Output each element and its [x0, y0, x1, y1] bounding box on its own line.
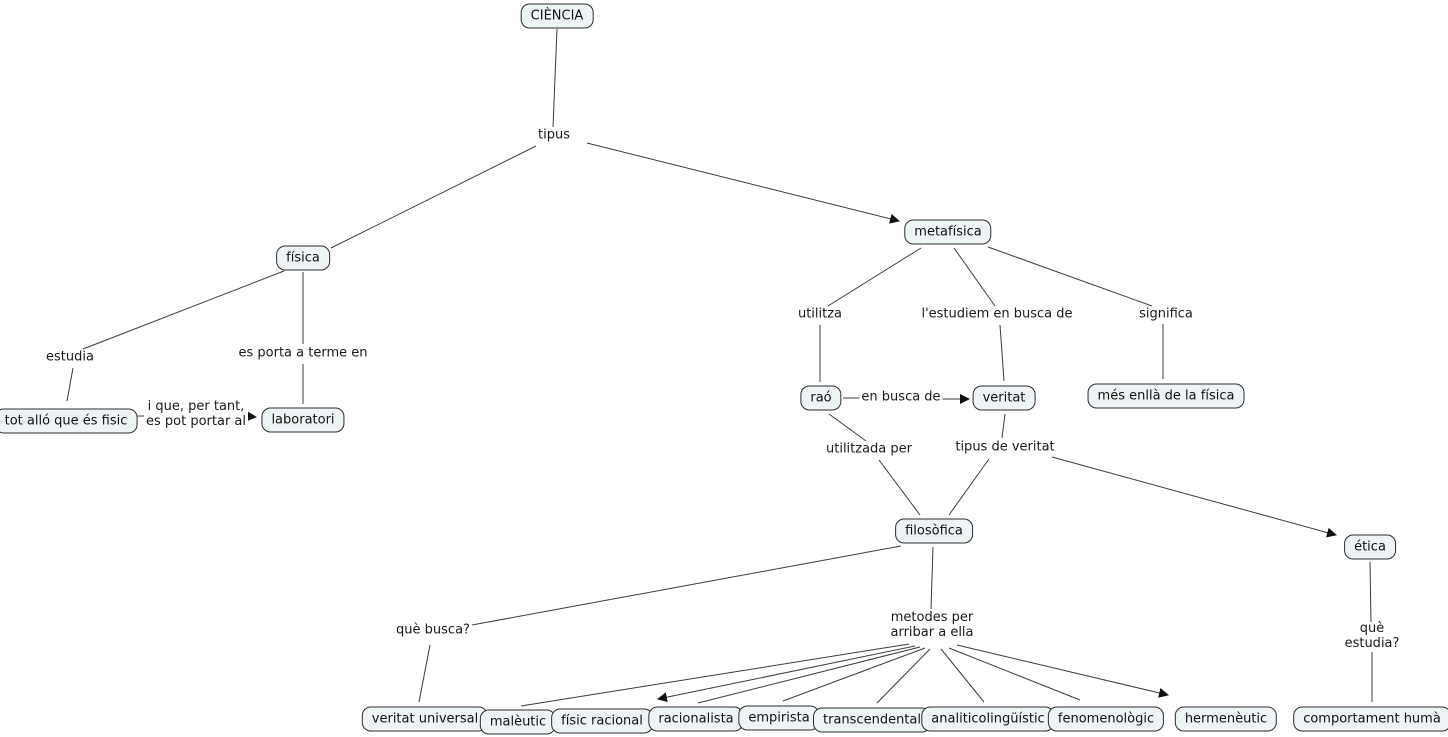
node-laboratori[interactable]: laboratori [261, 407, 345, 433]
node-transcendental[interactable]: transcendental [813, 707, 931, 733]
edge-quebusca-veritatuniversal [418, 644, 431, 703]
edge-filosofica-metodes [930, 546, 934, 610]
edge-label-es-porta-a-terme-en[interactable]: es porta a terme en [236, 345, 370, 362]
edge-metafisica-significa [987, 246, 1153, 307]
edge-label-en-busca-de[interactable]: en busca de [859, 389, 943, 406]
edge-rao-utilitzada [828, 413, 867, 442]
edge-tipus-metafisica [586, 142, 900, 224]
node-tot-allo-que-es-fisic[interactable]: tot alló que és fisic [0, 408, 138, 434]
edge-ciencia-tipus [552, 28, 558, 128]
edge-label-metodes[interactable]: metodes per arribar a ella [888, 610, 976, 641]
node-fisica[interactable]: física [276, 245, 330, 271]
node-maleutic[interactable]: malèutic [479, 709, 557, 735]
node-filosofica[interactable]: filosòfica [895, 518, 973, 544]
edge-metodes-maleutic [520, 643, 910, 707]
node-fisic-racional[interactable]: físic racional [551, 708, 653, 734]
edge-metafisica-estudiem [953, 247, 996, 307]
edge-metodes-fenomenologic [948, 647, 1081, 701]
edge-metodes-transcendental [876, 648, 931, 704]
node-empirista[interactable]: empirista [738, 705, 820, 731]
edge-label-significa[interactable]: significa [1137, 306, 1195, 323]
edge-veritat-tipusveritat [1001, 413, 1006, 439]
node-hermeneutic[interactable]: hermenèutic [1174, 706, 1278, 732]
edge-tipusveritat-filosofica [948, 458, 990, 516]
edge-utilitzada-filosofica [878, 459, 921, 516]
edge-label-tipus[interactable]: tipus [536, 127, 572, 144]
node-analiticolinguistic[interactable]: analiticolingüístic [921, 706, 1055, 732]
node-etica[interactable]: ética [1344, 534, 1396, 560]
edge-metodes-fisicracional [657, 645, 916, 703]
edge-metodes-hermeneutic [956, 644, 1169, 698]
node-metafisica[interactable]: metafísica [904, 219, 992, 245]
edge-metodes-racionalista [697, 646, 921, 704]
node-veritat[interactable]: veritat [972, 385, 1036, 411]
edge-tipusveritat-etica [1051, 456, 1337, 538]
node-rao[interactable]: raó [800, 385, 842, 411]
edge-label-i-que-per-tant[interactable]: i que, per tant, es pot portar al [143, 399, 249, 430]
edge-metodes-analiticolinguistic [940, 648, 985, 703]
edge-estudia-totallo [66, 367, 74, 402]
edge-filosofica-quebusca [471, 545, 902, 626]
node-ciencia[interactable]: CIÈNCIA [520, 3, 594, 29]
edge-label-estudia[interactable]: estudia [44, 349, 96, 366]
edge-tipus-fisica [330, 145, 537, 249]
node-veritat-universal[interactable]: veritat universal [361, 706, 489, 732]
edge-metafisica-utilitza [827, 247, 922, 307]
edge-label-utilitzada-per[interactable]: utilitzada per [823, 441, 915, 458]
node-mes-enlla[interactable]: més enllà de la física [1087, 383, 1245, 409]
node-racionalista[interactable]: racionalista [648, 706, 744, 732]
edge-etica-queestudia [1369, 561, 1372, 624]
edge-label-que-busca[interactable]: què busca? [394, 622, 472, 639]
node-fenomenologic[interactable]: fenomenològic [1047, 706, 1165, 732]
edge-label-tipus-de-veritat[interactable]: tipus de veritat [953, 439, 1057, 456]
node-comportament-huma[interactable]: comportament humà [1293, 706, 1448, 732]
edge-fisica-estudia [82, 270, 285, 350]
edge-label-estudiem-en-busca[interactable]: l'estudiem en busca de [919, 306, 1075, 323]
edge-label-utilitza[interactable]: utilitza [795, 306, 845, 323]
edge-label-que-estudia[interactable]: què estudia? [1334, 621, 1410, 652]
edge-metodes-empirista [782, 647, 926, 702]
edge-estudiem-veritat [999, 324, 1005, 382]
